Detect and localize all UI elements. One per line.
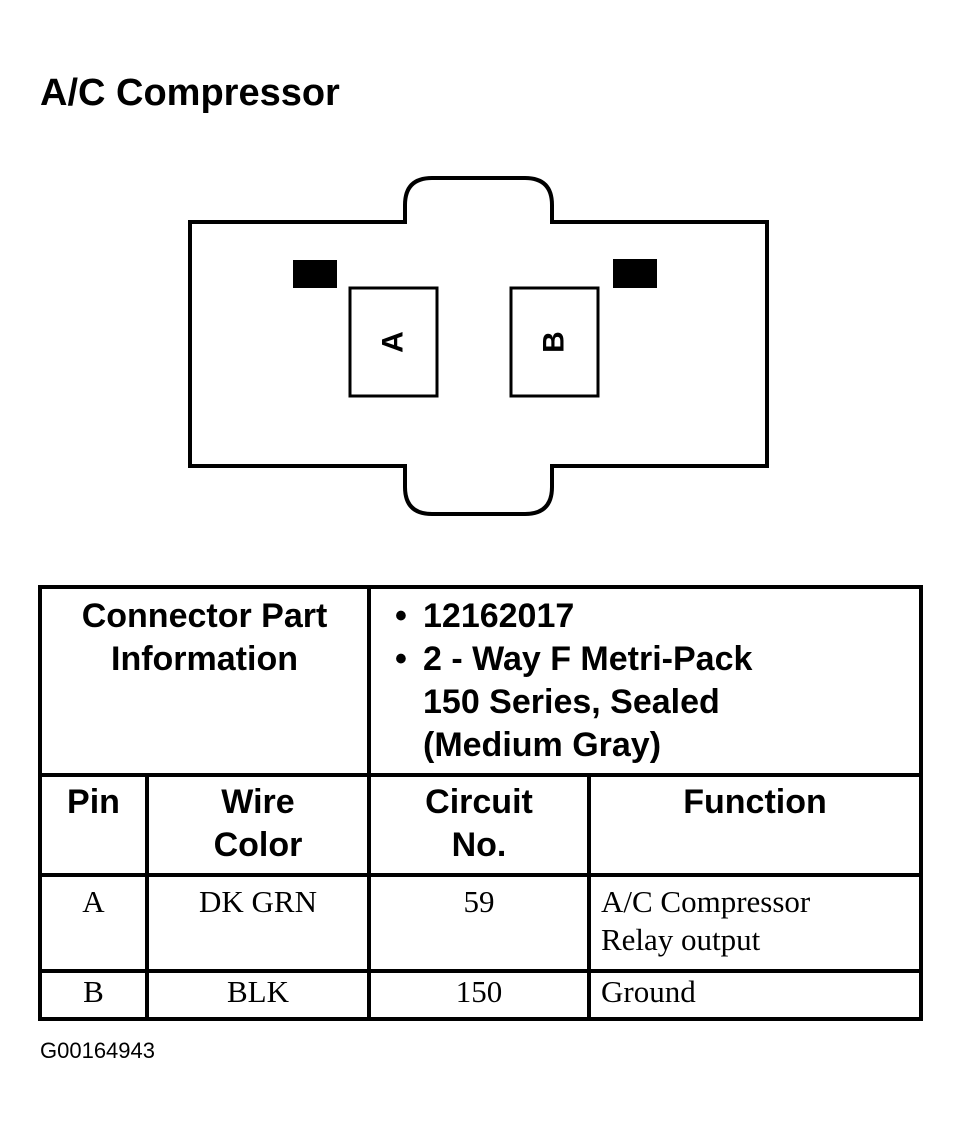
circuit-cell: 150 bbox=[367, 969, 591, 1021]
pin-cell: B bbox=[38, 969, 149, 1021]
function-cell: Ground bbox=[587, 969, 923, 1021]
connector-face-diagram: A B bbox=[188, 176, 769, 516]
table-row: A DK GRN 59 A/C Compressor Relay output bbox=[38, 873, 923, 973]
connector-type-line: 150 Series, Sealed bbox=[423, 683, 720, 721]
column-header-function: Function bbox=[587, 773, 923, 877]
column-header-circuit: Circuit No. bbox=[367, 773, 591, 877]
column-header-wire-color-line: Color bbox=[213, 826, 303, 864]
latch-marker-right bbox=[613, 259, 657, 288]
column-header-pin: Pin bbox=[38, 773, 149, 877]
wire-color-cell: BLK bbox=[145, 969, 371, 1021]
table-row: B BLK 150 Ground bbox=[38, 969, 923, 1021]
circuit-cell: 59 bbox=[367, 873, 591, 973]
function-line: Ground bbox=[601, 974, 696, 1009]
bullet-icon: • bbox=[395, 640, 407, 678]
column-header-wire-color: Wire Color bbox=[145, 773, 371, 877]
connector-info-table: Connector Part Information • 12162017 • … bbox=[38, 585, 923, 1021]
column-header-circuit-line: Circuit bbox=[425, 783, 533, 821]
column-header-wire-color-line: Wire bbox=[221, 783, 295, 821]
part-info-label-cell: Connector Part Information bbox=[38, 585, 371, 777]
function-line: Relay output bbox=[601, 922, 761, 957]
connector-body-outline bbox=[188, 176, 769, 516]
diagram-title: A/C Compressor bbox=[40, 72, 340, 114]
part-info-details-cell: • 12162017 • 2 - Way F Metri-Pack 150 Se… bbox=[367, 585, 923, 777]
bullet-icon: • bbox=[395, 597, 407, 635]
wire-color-cell: DK GRN bbox=[145, 873, 371, 973]
part-number: 12162017 bbox=[423, 597, 575, 635]
function-line: A/C Compressor bbox=[601, 884, 811, 919]
part-number-item: • 12162017 bbox=[395, 595, 919, 638]
figure-id: G00164943 bbox=[40, 1038, 155, 1063]
connector-type-item: • 2 - Way F Metri-Pack 150 Series, Seale… bbox=[395, 638, 919, 767]
pin-label-b: B bbox=[538, 331, 571, 353]
column-header-function-label: Function bbox=[683, 783, 827, 821]
pin-cavity-a bbox=[348, 286, 439, 398]
function-cell: A/C Compressor Relay output bbox=[587, 873, 923, 973]
column-header-pin-label: Pin bbox=[67, 783, 120, 821]
part-info-label-line: Connector Part bbox=[81, 597, 328, 635]
part-info-label-line: Information bbox=[111, 640, 298, 678]
part-info-row: Connector Part Information • 12162017 • … bbox=[38, 585, 923, 777]
connector-type-line: (Medium Gray) bbox=[423, 726, 662, 764]
connector-type-line: 2 - Way F Metri-Pack bbox=[423, 640, 753, 678]
pin-label-a: A bbox=[377, 331, 410, 353]
latch-marker-left bbox=[293, 260, 337, 288]
pin-cavity-b bbox=[509, 286, 600, 398]
column-header-circuit-line: No. bbox=[451, 826, 507, 864]
column-header-row: Pin Wire Color Circuit No. Function bbox=[38, 773, 923, 877]
pin-cell: A bbox=[38, 873, 149, 973]
